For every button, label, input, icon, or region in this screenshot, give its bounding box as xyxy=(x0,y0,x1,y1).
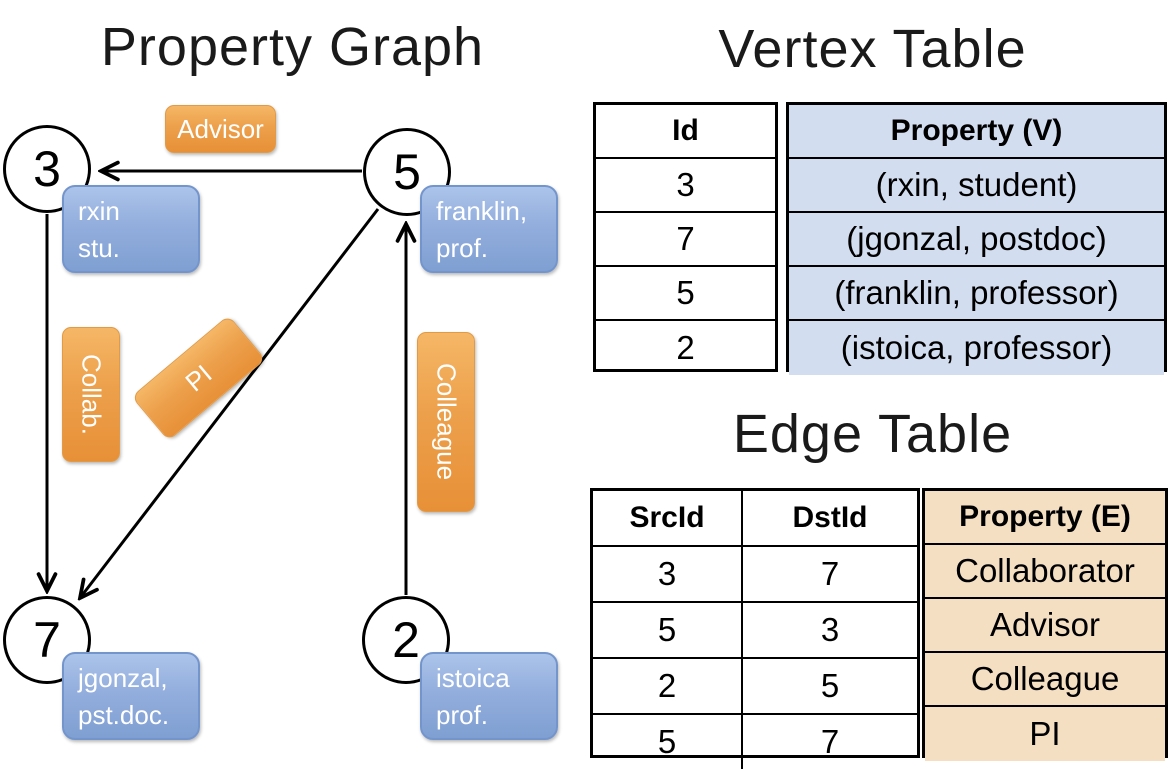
node-id-label: 7 xyxy=(33,612,61,668)
edge-srcid-header: SrcId xyxy=(629,501,705,534)
edge-table-id-columns: SrcId DstId 3 7 5 3 2 5 5 7 xyxy=(590,488,920,769)
vertex-prop-line: stu. xyxy=(78,233,120,263)
vertex-id-cell: 2 xyxy=(676,329,695,366)
vertex-prop-5: franklin, prof. xyxy=(420,185,558,273)
edge-table-property-column: Property (E) Collaborator Advisor Collea… xyxy=(922,488,1168,761)
edge-label-advisor: Advisor xyxy=(165,105,276,153)
vertex-table-property-column: Property (V) (rxin, student) (jgonzal, p… xyxy=(786,102,1167,375)
vertex-prop-7: jgonzal, pst.doc. xyxy=(62,652,200,740)
edge-label-colleague: Colleague xyxy=(417,332,475,512)
property-graph-panel: Property Graph 3 5 7 2 Advisor Collab. P… xyxy=(0,0,585,760)
edge-dstid-cell: 7 xyxy=(741,715,917,769)
vertex-prop-3: rxin stu. xyxy=(62,185,200,273)
edge-srcid-cell: 5 xyxy=(657,723,677,760)
vertex-prop-line: pst.doc. xyxy=(78,700,170,730)
vertex-id-cell: 7 xyxy=(596,213,775,267)
edge-property-cell: Collaborator xyxy=(925,545,1165,599)
edge-property-cell: Advisor xyxy=(925,599,1165,653)
vertex-prop-line: istoica xyxy=(436,663,510,693)
node-id-label: 5 xyxy=(393,144,421,200)
vertex-prop-2: istoica prof. xyxy=(420,652,558,740)
vertex-table-id-column: Id 3 7 5 2 xyxy=(593,102,778,372)
vertex-property-cell: (istoica, professor) xyxy=(789,321,1164,375)
edge-label-pi: PI xyxy=(131,314,266,442)
vertex-table-title: Vertex Table xyxy=(718,19,1027,79)
node-id-label: 3 xyxy=(33,141,61,197)
vertex-id-cell: 5 xyxy=(596,267,775,321)
edge-dstid-cell: 5 xyxy=(741,659,917,713)
vertex-prop-line: prof. xyxy=(436,233,489,263)
edge-srcid-cell: 2 xyxy=(657,667,677,704)
edge-dstid-header: DstId xyxy=(741,491,917,545)
edge-property-header: Property (E) xyxy=(925,491,1165,545)
edge-table-title: Edge Table xyxy=(732,404,1013,464)
edge-label-collab: Collab. xyxy=(62,327,120,462)
edge-dstid-cell: 3 xyxy=(741,603,917,657)
vertex-property-cell: (rxin, student) xyxy=(789,159,1164,213)
vertex-prop-line: jgonzal, xyxy=(78,663,168,693)
node-id-label: 2 xyxy=(392,612,420,668)
vertex-property-cell: (franklin, professor) xyxy=(789,267,1164,321)
vertex-property-header: Property (V) xyxy=(789,105,1164,159)
property-graph-title: Property Graph xyxy=(100,17,485,77)
vertex-prop-line: prof. xyxy=(436,700,489,730)
graph-node-3: 3 xyxy=(3,125,91,213)
vertex-id-header: Id xyxy=(596,105,775,159)
vertex-prop-line: rxin xyxy=(78,196,120,226)
vertex-property-cell: (jgonzal, postdoc) xyxy=(789,213,1164,267)
edge-property-cell: PI xyxy=(925,707,1165,761)
vertex-id-cell: 3 xyxy=(596,159,775,213)
edge-dstid-cell: 7 xyxy=(741,547,917,601)
edge-property-cell: Colleague xyxy=(925,653,1165,707)
vertex-prop-line: franklin, xyxy=(436,196,528,226)
edge-srcid-cell: 5 xyxy=(657,611,677,648)
edge-srcid-cell: 3 xyxy=(657,555,677,592)
